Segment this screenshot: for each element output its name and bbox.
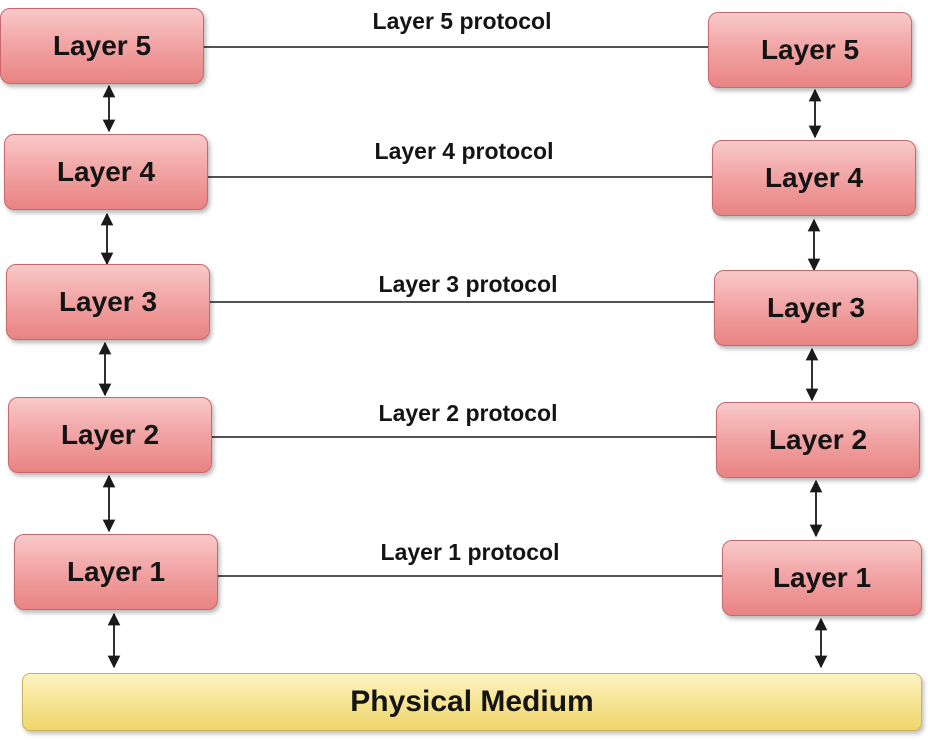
protocol-label-4: Layer 4 protocol [374, 138, 554, 164]
protocol-label-1: Layer 1 protocol [380, 539, 560, 565]
left-layer-2: Layer 2 [8, 397, 212, 473]
right-layer-5: Layer 5 [708, 12, 912, 88]
protocol-label-2: Layer 2 protocol [378, 400, 558, 426]
right-layer-2: Layer 2 [716, 402, 920, 478]
right-layer-4: Layer 4 [712, 140, 916, 216]
right-layer-1: Layer 1 [722, 540, 922, 616]
left-layer-1: Layer 1 [14, 534, 218, 610]
protocol-label-3: Layer 3 protocol [378, 271, 558, 297]
protocol-label-5: Layer 5 protocol [372, 8, 552, 34]
physical-medium-bar: Physical Medium [22, 673, 922, 731]
left-layer-3: Layer 3 [6, 264, 210, 340]
left-layer-4: Layer 4 [4, 134, 208, 210]
right-layer-3: Layer 3 [714, 270, 918, 346]
left-layer-5: Layer 5 [0, 8, 204, 84]
